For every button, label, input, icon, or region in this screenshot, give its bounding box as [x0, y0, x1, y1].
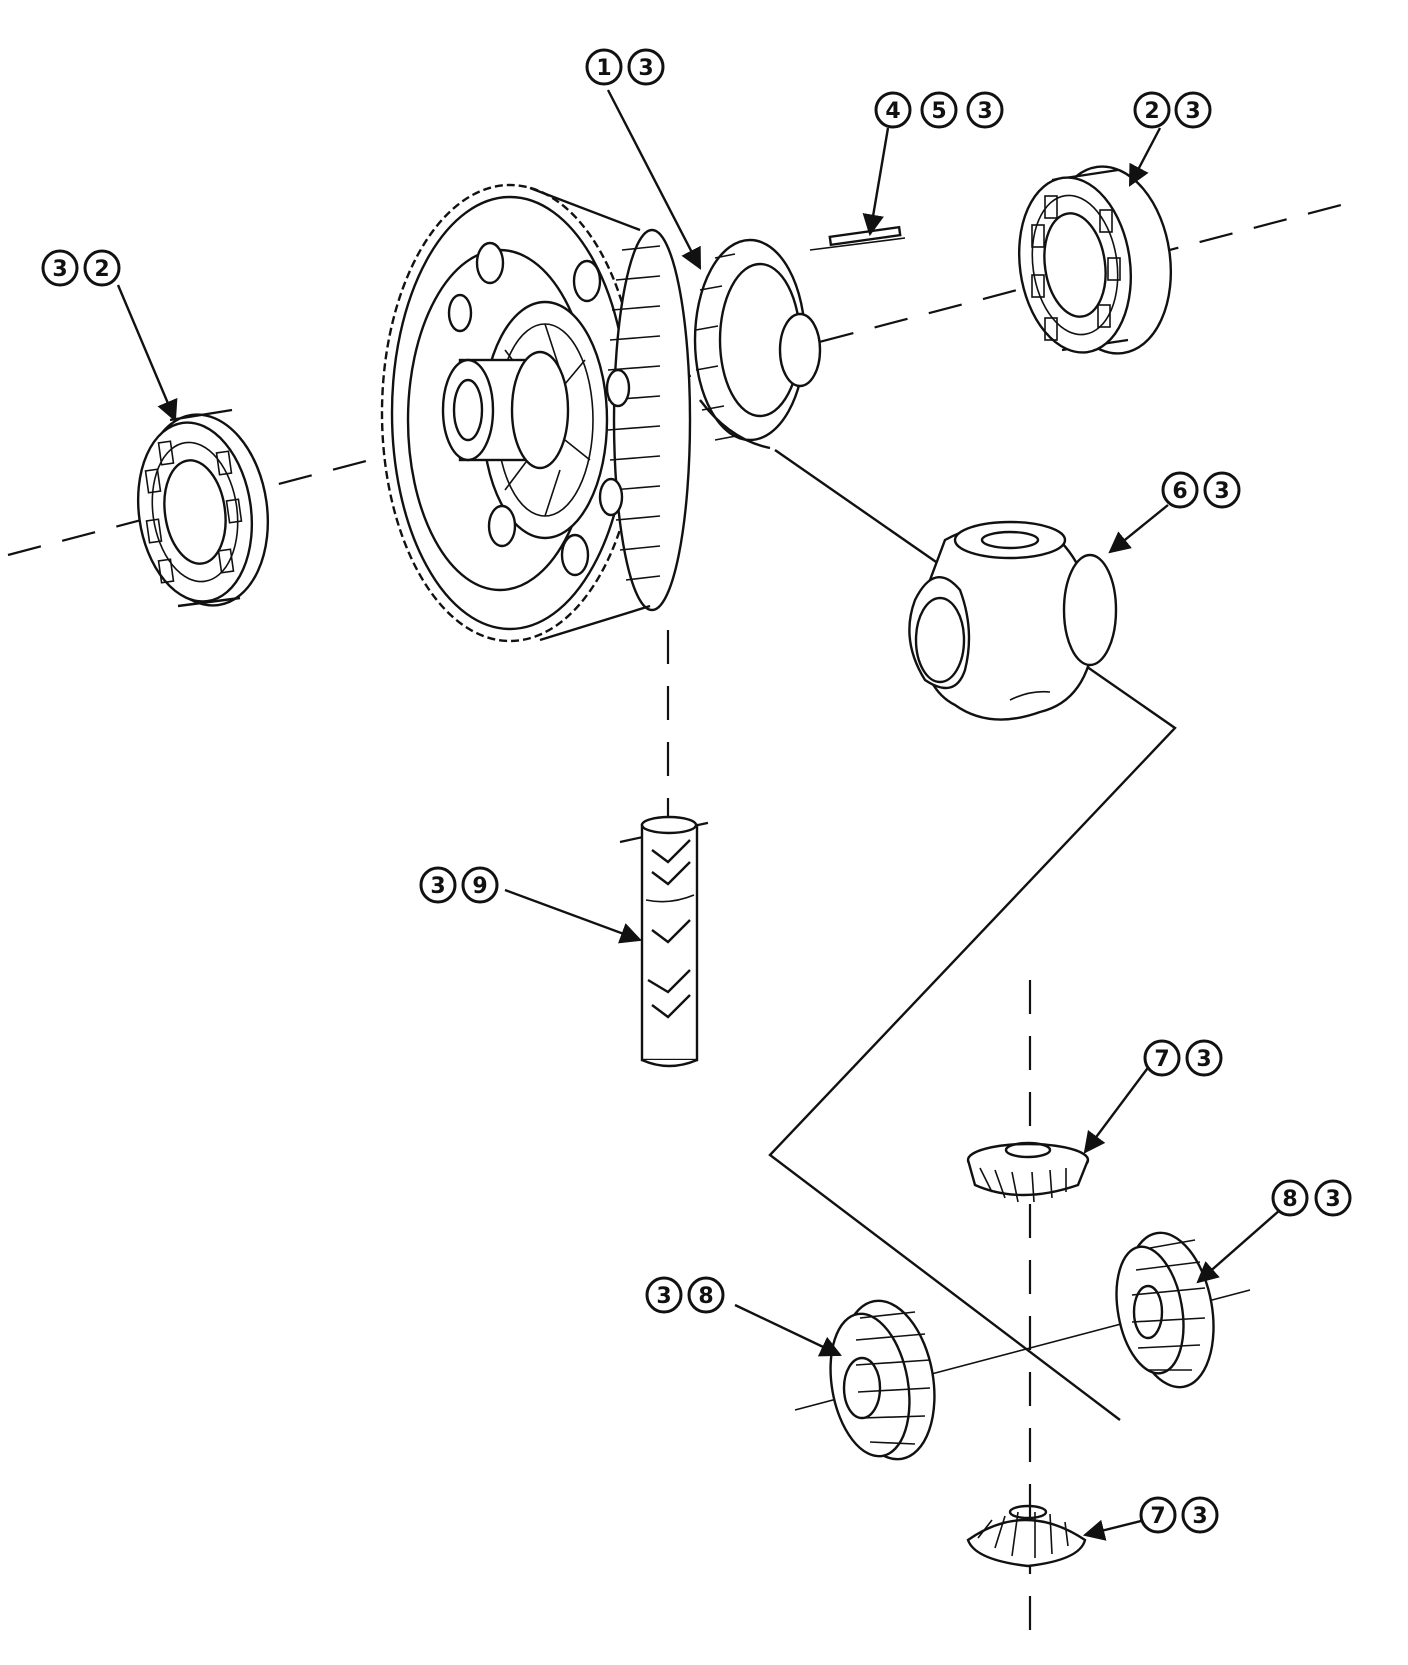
callout-number: 8	[1282, 1187, 1297, 1212]
differential-case-ring-gear	[380, 183, 822, 643]
pinion-gear-upper	[966, 1141, 1090, 1203]
callout-2-3-top: 2 3	[1133, 91, 1212, 129]
callout-number: 5	[931, 99, 946, 124]
pinion-shaft	[640, 815, 699, 1068]
right-roller-bearing	[1017, 165, 1173, 355]
callout-number: 2	[1144, 99, 1159, 124]
callout-3-2-left: 3 2	[41, 249, 121, 287]
callout-1-3: 1 3	[585, 48, 665, 86]
callout-number: 9	[472, 874, 487, 899]
callout-number: 1	[596, 56, 611, 81]
callout-number: 7	[1154, 1047, 1169, 1072]
callout-number: 6	[1172, 479, 1187, 504]
callout-4-5-3: 4 5 3	[874, 91, 1004, 129]
callout-number: 2	[94, 257, 109, 282]
callout-number: 3	[638, 56, 653, 81]
callout-number: 3	[1192, 1504, 1207, 1529]
leader-arrows	[116, 89, 1281, 1541]
callout-number: 8	[698, 1284, 713, 1309]
callout-7-3-upper: 7 3	[1143, 1039, 1223, 1077]
callout-number: 3	[430, 874, 445, 899]
callout-number: 3	[1185, 99, 1200, 124]
left-roller-bearing	[136, 408, 270, 608]
callout-number: 3	[977, 99, 992, 124]
callout-number: 3	[656, 1284, 671, 1309]
spider-housing	[908, 520, 1118, 721]
callout-7-3-lower: 7 3	[1139, 1496, 1219, 1534]
callout-number: 4	[885, 99, 900, 124]
pinion-gear-lower	[966, 1504, 1087, 1568]
callout-3-8: 3 8	[645, 1276, 725, 1314]
lock-pin	[828, 225, 902, 247]
callout-number: 7	[1150, 1504, 1165, 1529]
side-gear-left	[829, 1299, 936, 1461]
callout-8-3: 8 3	[1271, 1179, 1352, 1217]
callout-number: 3	[1214, 479, 1229, 504]
callout-3-9: 3 9	[419, 866, 499, 904]
callout-6-3: 6 3	[1161, 471, 1241, 509]
callout-number: 3	[52, 257, 67, 282]
callout-number: 3	[1196, 1047, 1211, 1072]
callout-number: 3	[1325, 1187, 1340, 1212]
side-gear-right	[1115, 1231, 1215, 1389]
